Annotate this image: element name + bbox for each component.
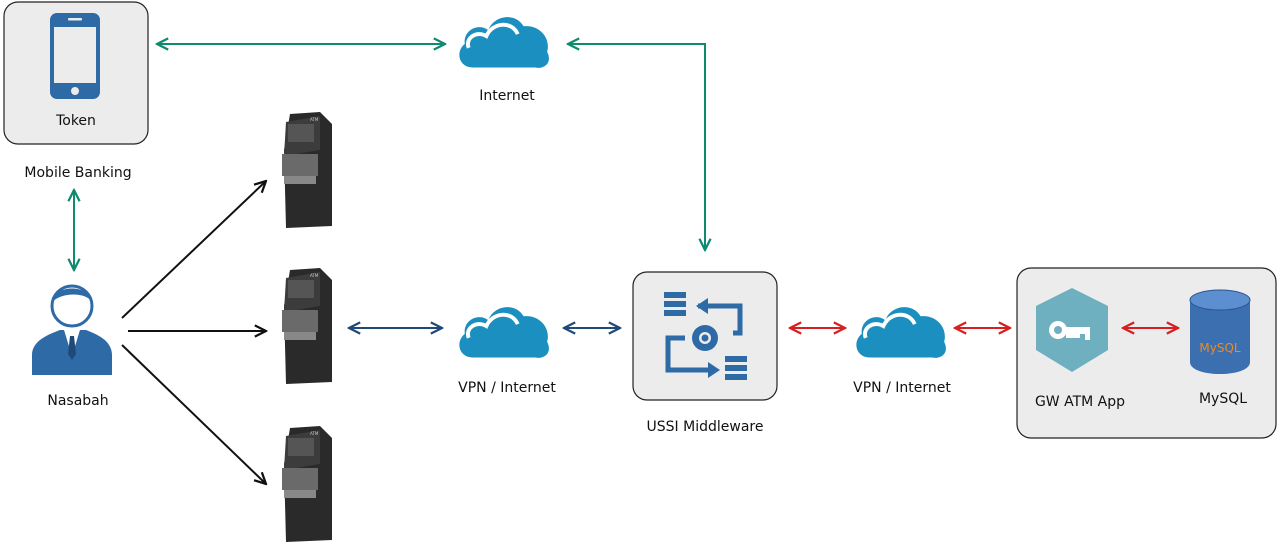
mysql-logo-text: MySQL — [1199, 341, 1241, 355]
database-icon: MySQL — [1189, 289, 1251, 374]
internet-cloud-icon — [457, 15, 551, 70]
arrow-nasabah-atm-1 — [121, 181, 266, 319]
ussi-middleware-label: USSI Middleware — [646, 419, 764, 435]
vpn-internet-label-2: VPN / Internet — [853, 380, 951, 396]
arrow-nasabah-atm-3 — [121, 344, 266, 484]
atm-icon-1 — [282, 112, 332, 228]
smartphone-icon — [50, 13, 100, 99]
internet-label: Internet — [479, 88, 535, 104]
key-hexagon-icon — [1036, 288, 1108, 372]
gw-atm-app-label: GW ATM App — [1034, 394, 1126, 410]
nasabah-label: Nasabah — [47, 393, 109, 409]
vpn-cloud-icon-2 — [854, 305, 948, 360]
mobile-banking-label: Mobile Banking — [24, 165, 132, 181]
atm-icon-3 — [282, 426, 332, 542]
middleware-icon — [664, 292, 747, 380]
token-label: Token — [56, 113, 96, 129]
vpn-cloud-icon-1 — [457, 305, 551, 360]
mysql-label: MySQL — [1198, 391, 1248, 407]
arrow-internet-middleware — [568, 44, 705, 250]
atm-icon-2 — [282, 268, 332, 384]
user-icon — [32, 284, 112, 375]
vpn-internet-label-1: VPN / Internet — [458, 380, 556, 396]
